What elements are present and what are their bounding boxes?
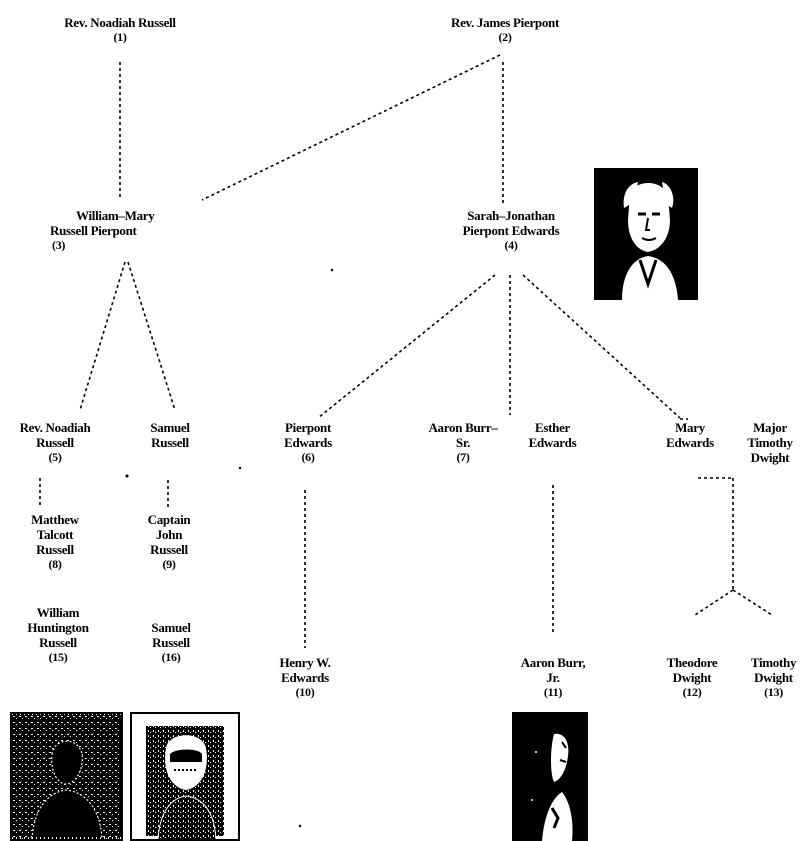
person-major-timothy-dwight: Major Timothy Dwight <box>736 420 804 465</box>
person-number: (4) <box>504 238 518 252</box>
person-name: Esther <box>534 420 571 435</box>
person-number: (9) <box>162 557 176 571</box>
link-to-13 <box>732 589 773 616</box>
person-name: Rev. James Pierpont <box>450 15 560 30</box>
portrait-william-huntington-russell <box>10 712 123 841</box>
person-name: Russell <box>36 542 74 557</box>
person-number: (8) <box>48 557 62 571</box>
person-name: Edwards <box>284 435 332 450</box>
person-name: Sarah–Jonathan <box>467 208 555 223</box>
person-name: Huntington <box>27 620 89 635</box>
person-matthew-talcott-russell-8: Matthew Talcott Russell (8) <box>15 512 95 572</box>
person-william-huntington-russell-15: William Huntington Russell (15) <box>10 605 106 665</box>
person-number: (12) <box>682 685 702 699</box>
person-captain-john-russell-9: Captain John Russell (9) <box>133 512 205 572</box>
person-noadiah-russell-5: Rev. Noadiah Russell (5) <box>15 420 95 465</box>
person-name: Samuel <box>150 420 190 435</box>
person-mary-edwards: Mary Edwards <box>656 420 724 450</box>
person-name: Rev. Noadiah <box>19 420 91 435</box>
person-name: William–Mary <box>76 208 155 223</box>
person-name: Matthew <box>31 512 79 527</box>
person-name: Major <box>753 420 787 435</box>
person-name: Russell <box>36 435 74 450</box>
person-name: Sr. <box>455 435 471 450</box>
person-name: Timothy <box>747 435 793 450</box>
person-name: John <box>155 527 183 542</box>
person-name: Edwards <box>281 670 329 685</box>
person-name: Russell <box>152 635 190 650</box>
link-4-mary <box>522 274 681 419</box>
person-samuel-russell-16: Samuel Russell (16) <box>135 620 207 665</box>
person-name: William <box>36 605 80 620</box>
person-name: Dwight <box>754 670 793 685</box>
person-name: Russell <box>151 435 189 450</box>
person-name: Dwight <box>750 450 790 465</box>
person-pierpont-edwards-6: Pierpont Edwards (6) <box>268 420 348 465</box>
link-3-5 <box>79 261 126 411</box>
person-name: Russell Pierpont <box>50 223 137 238</box>
person-number: (13) <box>764 685 783 699</box>
person-number: (3) <box>52 238 66 252</box>
person-timothy-dwight-13: Timothy Dwight (13) <box>736 655 811 700</box>
person-number: (6) <box>301 450 315 464</box>
portrait-samuel-russell <box>130 712 240 841</box>
person-name: Edwards <box>528 435 577 450</box>
person-name: Russell <box>150 542 188 557</box>
person-theodore-dwight-12: Theodore Dwight (12) <box>652 655 732 700</box>
person-esther-edwards: Esther Edwards <box>515 420 590 450</box>
portrait-aaron-burr-jr <box>512 712 588 841</box>
person-name: Henry W. <box>279 655 331 670</box>
person-name: Edwards <box>666 435 714 450</box>
person-name: Captain <box>147 512 191 527</box>
person-noadiah-russell-1: Rev. Noadiah Russell (1) <box>30 15 210 45</box>
person-name: Rev. Noadiah Russell <box>64 15 176 30</box>
person-name: Aaron Burr, <box>520 655 586 670</box>
person-name: Russell <box>39 635 77 650</box>
person-name: Dwight <box>672 670 712 685</box>
person-henry-w-edwards-10: Henry W. Edwards (10) <box>262 655 348 700</box>
portrait-jonathan-edwards <box>594 168 698 300</box>
person-name: Mary <box>675 420 705 435</box>
person-name: Timothy <box>750 655 797 670</box>
person-sarah-jonathan-pierpont-edwards-4: Sarah–Jonathan Pierpont Edwards (4) <box>436 208 586 253</box>
person-number: (1) <box>113 30 127 44</box>
person-name: Theodore <box>666 655 718 670</box>
person-name: Pierpont <box>285 420 331 435</box>
person-william-mary-russell-pierpont-3: William–Mary Russell Pierpont (3) <box>42 208 212 253</box>
person-number: (5) <box>48 450 62 464</box>
person-aaron-burr-sr-7: Aaron Burr– Sr. (7) <box>418 420 508 465</box>
person-name: Jr. <box>546 670 560 685</box>
link-3-samuel <box>127 261 176 411</box>
person-name: Pierpont Edwards <box>462 223 560 238</box>
link-4-6 <box>317 274 496 419</box>
person-number: (16) <box>161 650 181 664</box>
person-name: Samuel <box>151 620 191 635</box>
person-samuel-russell: Samuel Russell <box>135 420 205 450</box>
person-number: (10) <box>295 685 315 699</box>
person-number: (11) <box>543 685 563 699</box>
person-name: Aaron Burr– <box>428 420 498 435</box>
link-to-12 <box>694 589 734 616</box>
person-number: (2) <box>498 30 512 44</box>
person-number: (7) <box>456 450 470 464</box>
person-name: Talcott <box>36 527 74 542</box>
link-2-3 <box>201 54 501 201</box>
person-aaron-burr-jr-11: Aaron Burr, Jr. (11) <box>508 655 598 700</box>
person-number: (15) <box>48 650 68 664</box>
person-james-pierpont-2: Rev. James Pierpont (2) <box>420 15 590 45</box>
